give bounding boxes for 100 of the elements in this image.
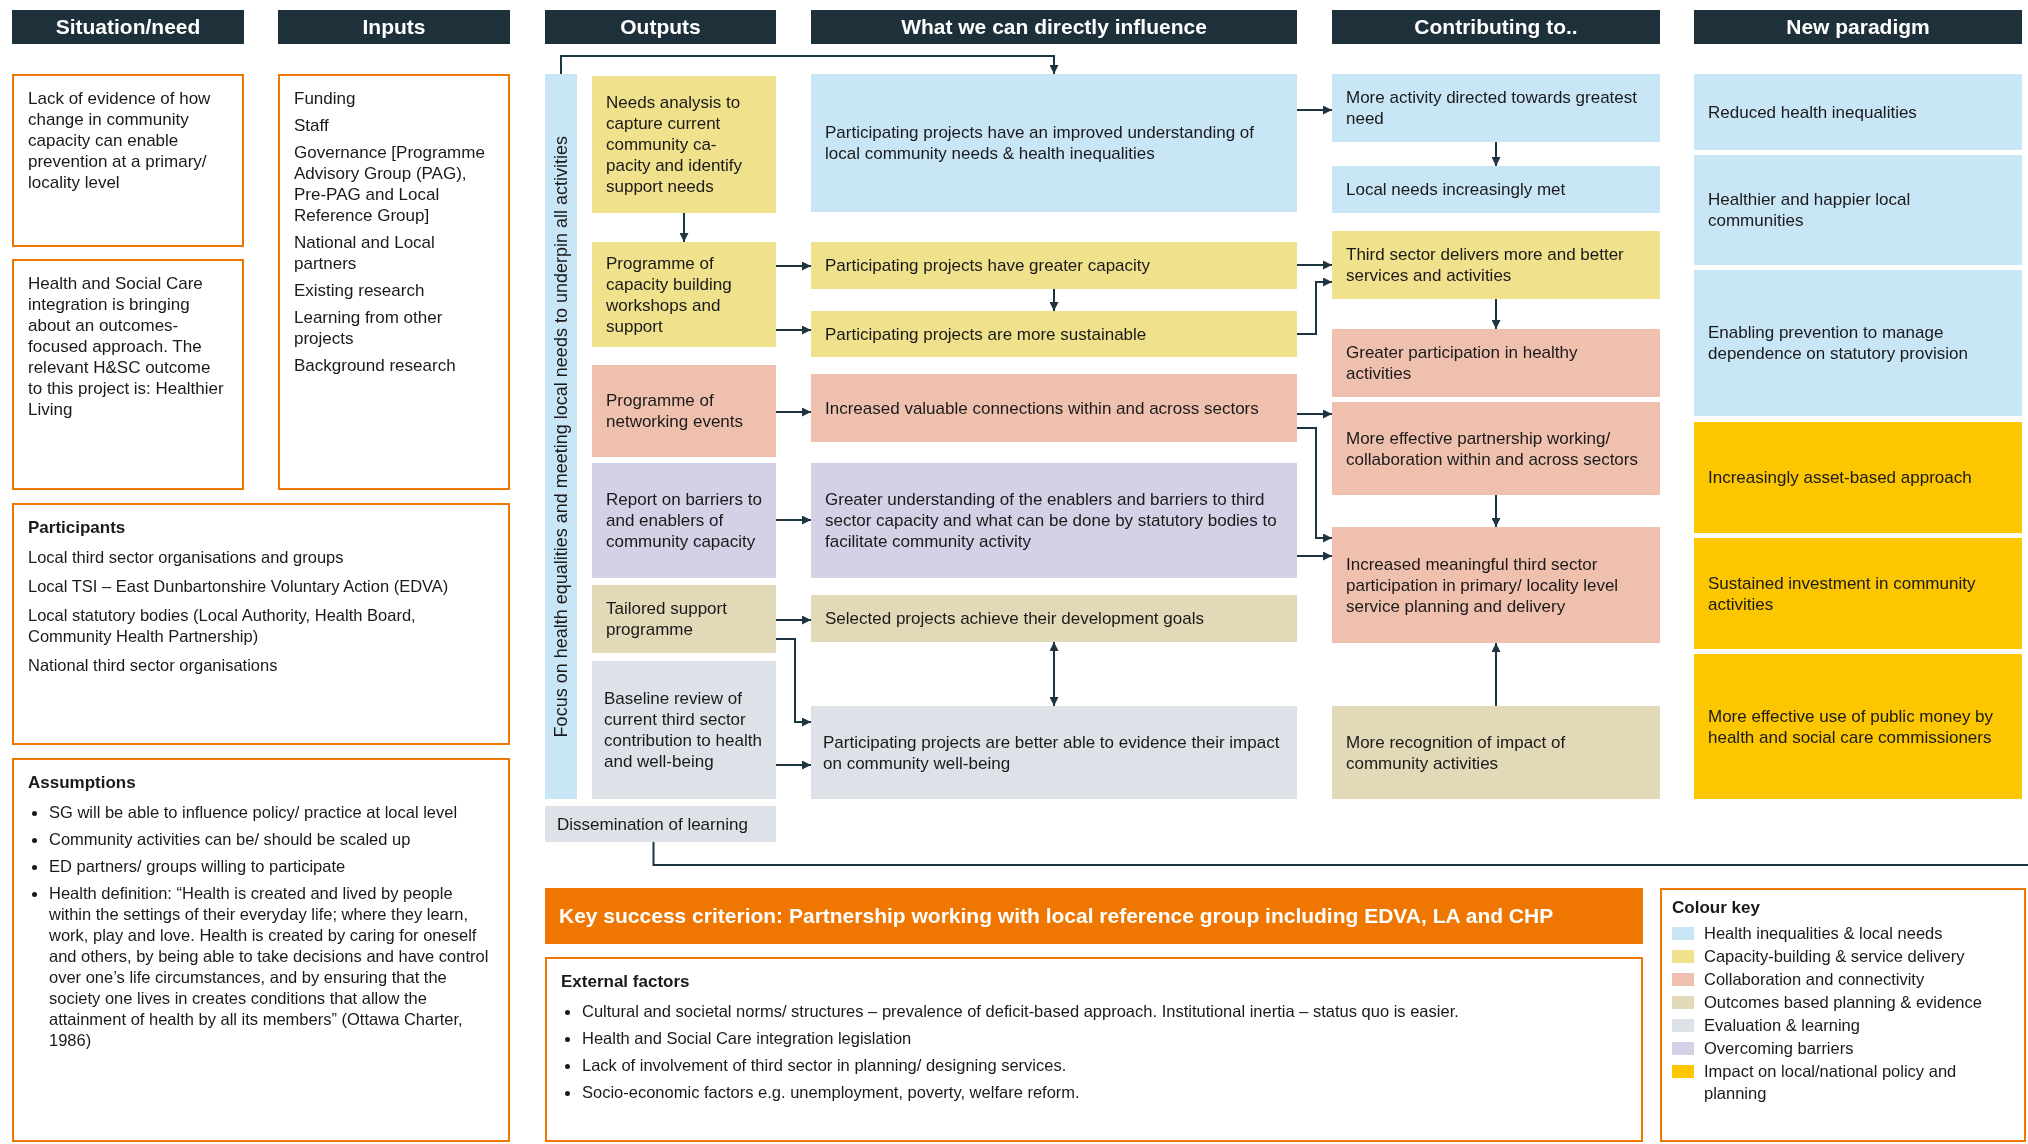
- outcome-box: [1332, 231, 1660, 299]
- outcome-box: [592, 242, 776, 347]
- header-text: Inputs: [362, 14, 426, 41]
- bullet-text: Lack of involvement of third sector in planning/ designing services.: [582, 1055, 1067, 1076]
- outcome-box: [811, 595, 1297, 642]
- arrow: [1491, 298, 1501, 330]
- legend-text: Capacity-building & service delivery: [1704, 946, 1965, 967]
- bullet-text: Health definition: “Health is created and lived by people within the settings of their everyday life; where they learn, work, play and love. Health is created by caring for oneself and others, by being able to take decisions and have control over one’s life circumstances, and by ensuring that the society one lives in creates conditions that allow the attainment of health by all its members” (Ottawa Charter, 1986): [49, 883, 490, 1051]
- box-text: Key success criterion: Partnership working with local reference group including EDVA, LA and CHP: [559, 903, 1554, 930]
- vertical-band-text: Focus on health equalities and meeting local needs to underpin all activities: [549, 135, 572, 738]
- box-text: Participating projects have greater capacity: [825, 255, 1151, 276]
- box-text: Local needs increasingly met: [1346, 179, 1566, 200]
- box-text: More recognition of impact of community activities: [1346, 731, 1567, 774]
- panel-heading: External factors: [561, 971, 691, 993]
- column-header: [545, 10, 776, 44]
- panel-text: Local statutory bodies (Local Authority, Health Board, Community Health Partnership): [28, 605, 417, 647]
- legend-text: Overcoming barriers: [1704, 1038, 1854, 1059]
- input-item: Existing research: [294, 280, 426, 301]
- box-text: More effective use of public money by health and social care commissioners: [1708, 705, 1995, 748]
- outcome-box: [1694, 654, 2022, 799]
- panel-heading: Participants: [28, 517, 127, 539]
- box-text: Third sector delivers more and better services and activities: [1346, 244, 1625, 286]
- header-text: Outputs: [620, 14, 701, 41]
- info-panel: [12, 758, 510, 1142]
- panel-heading: Assumptions: [28, 772, 137, 794]
- column-header: [278, 10, 510, 44]
- input-item: Learning from other projects: [294, 307, 444, 349]
- outcome-box: [811, 74, 1297, 212]
- info-panel: [12, 74, 244, 247]
- outcome-box: [1332, 166, 1660, 213]
- box-text: Tailored support programme: [606, 598, 728, 640]
- focus-band: [545, 74, 577, 799]
- outcome-box: [592, 661, 776, 799]
- info-panel: [278, 74, 510, 490]
- arrow: [775, 515, 812, 525]
- bullet-text: SG will be able to influence policy/ practice at local level: [49, 802, 458, 823]
- bullet-text: Community activities can be/ should be scaled up: [49, 829, 411, 850]
- box-text: Dissemination of learning: [557, 813, 748, 835]
- box-text: Greater participation in healthy activities: [1346, 342, 1579, 384]
- criterion-banner: [545, 888, 1643, 944]
- input-item: Governance [Programme Advisory Group (PAG), Pre-PAG and Local Reference Group]: [294, 142, 486, 226]
- outcome-box: [811, 463, 1297, 578]
- header-text: Situation/need: [55, 14, 201, 41]
- arrow: [1296, 260, 1333, 270]
- info-panel: [12, 259, 244, 490]
- box-text: Increasingly asset-based approach: [1708, 467, 1972, 488]
- bullet-text: Socio-economic factors e.g. unemployment, poverty, welfare reform.: [582, 1082, 1080, 1103]
- box-text: Baseline review of current third sector contribution to health and well-being: [604, 688, 763, 772]
- bullet-text: ED partners/ groups willing to participate: [49, 856, 346, 877]
- arrow: [775, 638, 812, 727]
- outcome-box: [1332, 527, 1660, 643]
- input-item: Background research: [294, 355, 457, 376]
- box-text: More activity directed towards greatest need: [1346, 87, 1638, 129]
- legend-text: Health inequalities & local needs: [1704, 923, 1943, 944]
- legend-text: Collaboration and connectivity: [1704, 969, 1925, 990]
- outcome-box: [545, 806, 776, 842]
- column-header: [1332, 10, 1660, 44]
- outcome-box: [592, 463, 776, 578]
- outcome-box: [592, 76, 776, 213]
- panel-text: Local TSI – East Dunbartonshire Voluntary Action (EDVA): [28, 576, 450, 597]
- outcome-box: [811, 242, 1297, 289]
- input-item: Staff: [294, 115, 330, 136]
- box-text: Lack of evidence of how change in community capacity can enable prevention at a primary/ locality level: [28, 88, 212, 193]
- box-text: Reduced health inequalities: [1708, 101, 1917, 123]
- arrow: [1491, 141, 1501, 167]
- box-text: Participating projects are more sustainable: [825, 323, 1147, 345]
- column-header: [1694, 10, 2022, 44]
- legend-text: Outcomes based planning & evidence: [1704, 992, 1982, 1013]
- arrow: [1049, 288, 1059, 312]
- outcome-box: [1332, 329, 1660, 397]
- arrow: [775, 261, 812, 271]
- input-item: Funding: [294, 88, 357, 109]
- outcome-box: [592, 585, 776, 653]
- info-panel: [12, 503, 510, 745]
- arrow: [775, 407, 812, 417]
- bullet-text: Health and Social Care integration legislation: [582, 1028, 912, 1049]
- box-text: Selected projects achieve their development goals: [825, 608, 1204, 629]
- outcome-box: [592, 365, 776, 457]
- panel-text: Local third sector organisations and groups: [28, 547, 345, 568]
- outcome-box: [1694, 270, 2022, 416]
- arrow: [1296, 551, 1333, 561]
- arrow: [1491, 494, 1501, 528]
- arrow: [775, 760, 812, 770]
- outcome-box: [1694, 74, 2022, 150]
- header-text: What we can directly influence: [901, 14, 1207, 41]
- column-header: [811, 10, 1297, 44]
- box-text: Needs analysis to capture current community ca- pacity and identify support needs: [606, 92, 744, 197]
- arrow: [1296, 277, 1333, 335]
- outcome-box: [1332, 74, 1660, 142]
- outcome-box: [1694, 155, 2022, 265]
- column-header: [12, 10, 244, 44]
- arrow: [1296, 105, 1333, 115]
- info-panel: [545, 957, 1643, 1142]
- legend-title: Colour key: [1672, 897, 1761, 919]
- arrow: [679, 212, 689, 243]
- box-text: Participating projects are better able to evidence their impact on community well-being: [823, 731, 1281, 774]
- bullet-text: Cultural and societal norms/ structures – prevalence of deficit-based approach. Institutional inertia – status quo is easier.: [582, 1001, 1459, 1022]
- legend-text: Evaluation & learning: [1704, 1015, 1860, 1036]
- arrow: [1049, 641, 1059, 707]
- input-item: National and Local partners: [294, 232, 436, 274]
